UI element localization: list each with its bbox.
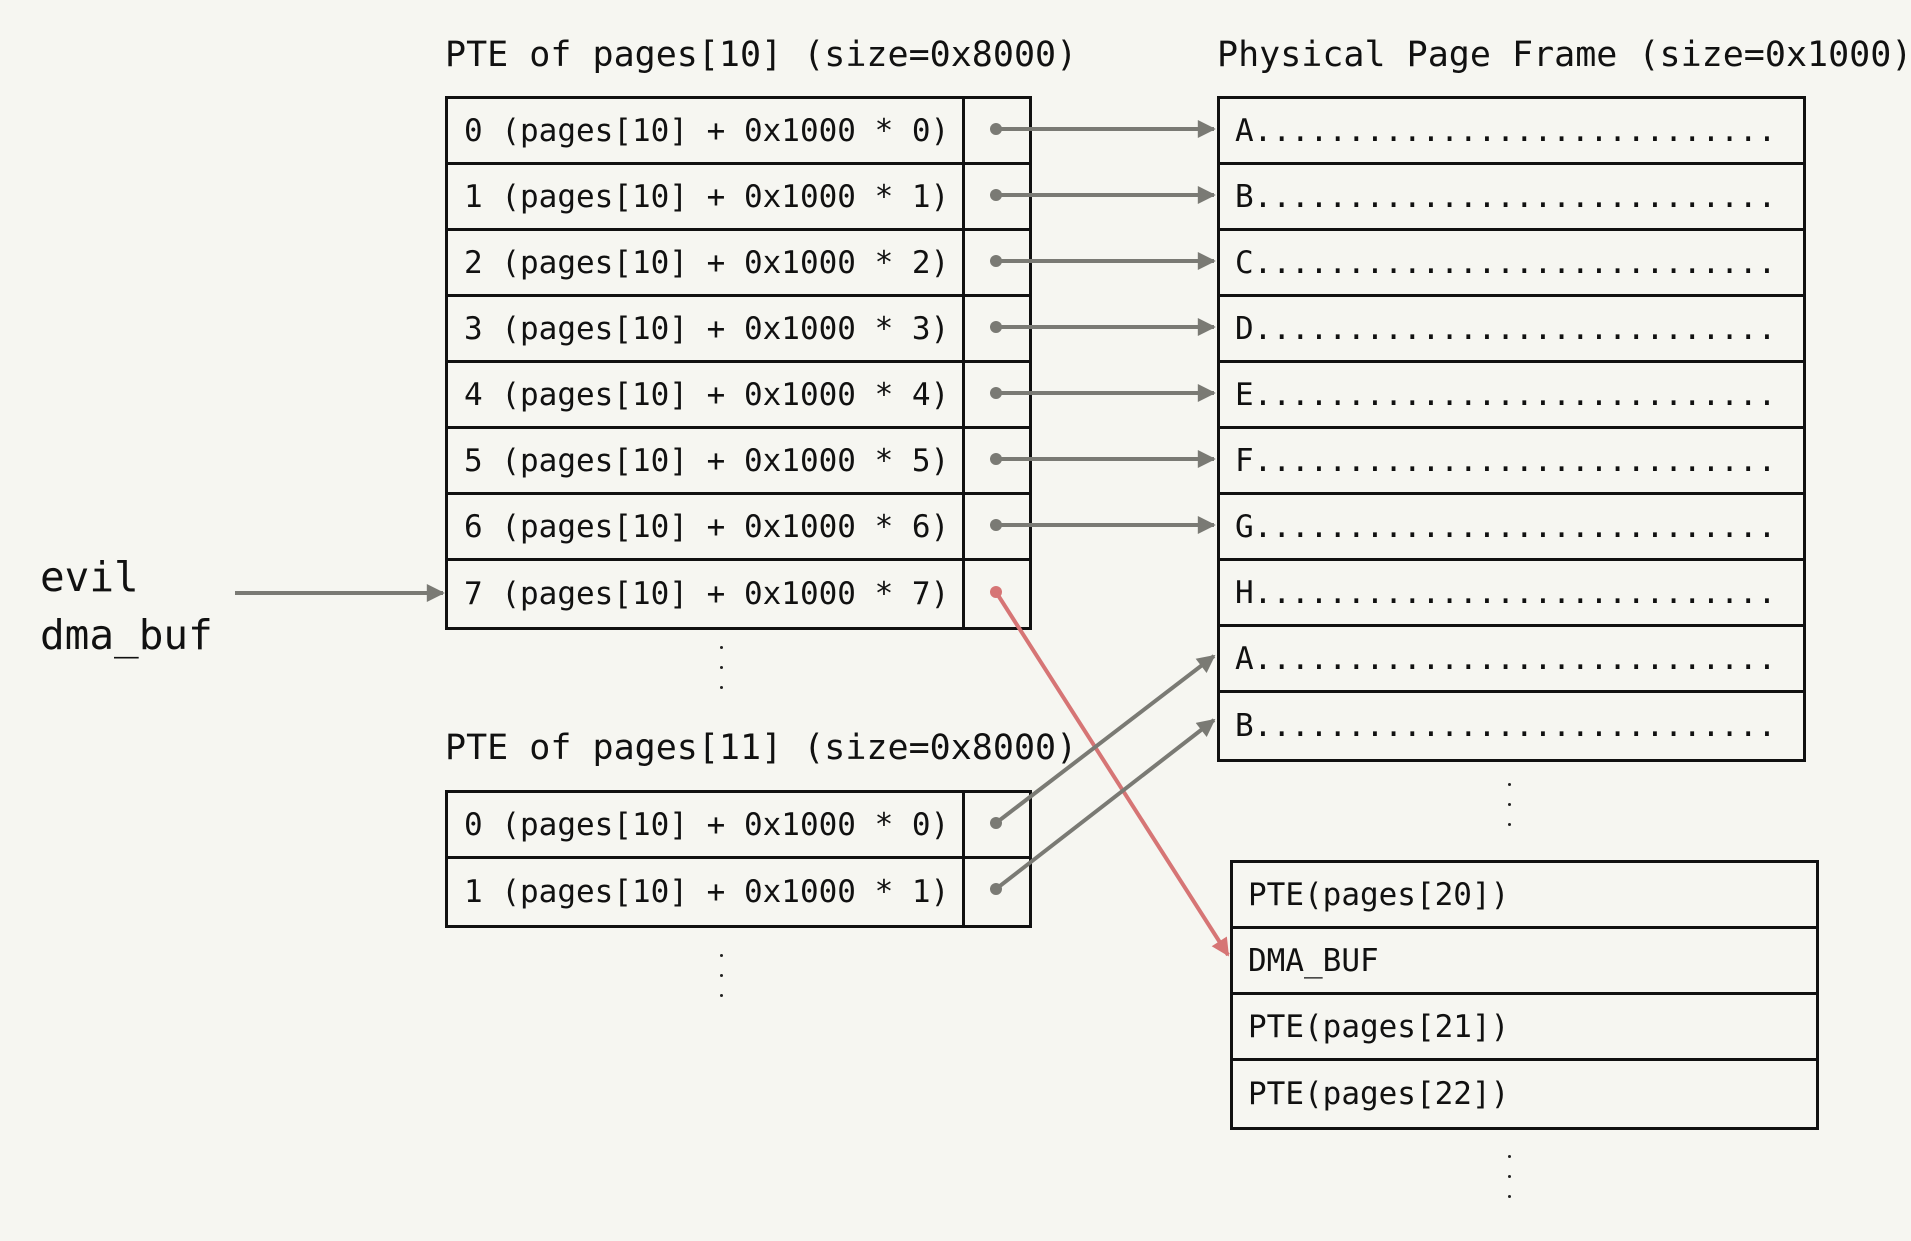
evil-label-line1: evil [40, 553, 139, 601]
pages10-table-title: PTE of pages[10] (size=0x8000) [445, 35, 1078, 75]
pte-row-label: 4 (pages[10] + 0x1000 * 4) [448, 363, 965, 426]
pte-row-label: 0 (pages[10] + 0x1000 * 0) [448, 99, 965, 162]
pte-row-label: 6 (pages[10] + 0x1000 * 6) [448, 495, 965, 558]
pages11-pte-table: 0 (pages[10] + 0x1000 * 0) 1 (pages[10] … [445, 790, 1032, 928]
evil-label-line2: dma_buf [40, 611, 213, 659]
pte-row-label: 5 (pages[10] + 0x1000 * 5) [448, 429, 965, 492]
memory-block-row: PTE(pages[21]) [1233, 995, 1816, 1061]
memory-block-table: PTE(pages[20]) DMA_BUF PTE(pages[21]) PT… [1230, 860, 1819, 1130]
frame-row: B............................ [1235, 708, 1777, 744]
ellipsis-below-pages11 [716, 954, 726, 1014]
evil-dma-buf-label: evil dma_buf [40, 548, 213, 664]
frame-row: H............................ [1220, 561, 1803, 627]
pte-to-frame-arrow [994, 718, 1216, 891]
frame-row: D............................ [1220, 297, 1803, 363]
frame-row: A............................ [1220, 627, 1803, 693]
frame-row: C............................ [1220, 231, 1803, 297]
pte-row: 0 (pages[10] + 0x1000 * 0) [448, 793, 1029, 859]
pte-row: 6 (pages[10] + 0x1000 * 6) [448, 495, 1029, 561]
ellipsis-below-pages10 [716, 646, 726, 706]
frame-row: F............................ [1220, 429, 1803, 495]
pte-row-label: 1 (pages[10] + 0x1000 * 1) [448, 859, 965, 925]
pte-row-label: 3 (pages[10] + 0x1000 * 3) [448, 297, 965, 360]
pte-to-frame-arrow [994, 654, 1216, 825]
pte-row: 1 (pages[10] + 0x1000 * 1) [448, 859, 1029, 925]
pte-row-label: 2 (pages[10] + 0x1000 * 2) [448, 231, 965, 294]
pte-row-label: 0 (pages[10] + 0x1000 * 0) [448, 793, 965, 856]
pages11-table-title: PTE of pages[11] (size=0x8000) [445, 728, 1078, 768]
ellipsis-below-memory [1504, 1155, 1514, 1215]
frame-row: G............................ [1220, 495, 1803, 561]
ellipsis-below-frames [1504, 783, 1514, 843]
pte-row: 1 (pages[10] + 0x1000 * 1) [448, 165, 1029, 231]
frame-row: B............................ [1220, 165, 1803, 231]
pages10-pte-table: 0 (pages[10] + 0x1000 * 0) 1 (pages[10] … [445, 96, 1032, 630]
memory-block-row: PTE(pages[20]) [1233, 863, 1816, 929]
pte-row: 4 (pages[10] + 0x1000 * 4) [448, 363, 1029, 429]
frame-row: E............................ [1220, 363, 1803, 429]
pte-row: 5 (pages[10] + 0x1000 * 5) [448, 429, 1029, 495]
pte-row: 0 (pages[10] + 0x1000 * 0) [448, 99, 1029, 165]
pte-row-label: 7 (pages[10] + 0x1000 * 7) [448, 561, 965, 627]
memory-block-row: DMA_BUF [1233, 929, 1816, 995]
pte-row: 3 (pages[10] + 0x1000 * 3) [448, 297, 1029, 363]
pte-to-dmabuf-arrow [994, 590, 1230, 957]
pte-row: 7 (pages[10] + 0x1000 * 7) [448, 561, 1029, 627]
frame-row: A............................ [1220, 99, 1803, 165]
pte-row-label: 1 (pages[10] + 0x1000 * 1) [448, 165, 965, 228]
pte-row: 2 (pages[10] + 0x1000 * 2) [448, 231, 1029, 297]
memory-block-row: PTE(pages[22]) [1248, 1076, 1510, 1112]
physical-frame-title: Physical Page Frame (size=0x1000) [1217, 35, 1911, 75]
physical-frame-table: A............................ B.........… [1217, 96, 1806, 762]
